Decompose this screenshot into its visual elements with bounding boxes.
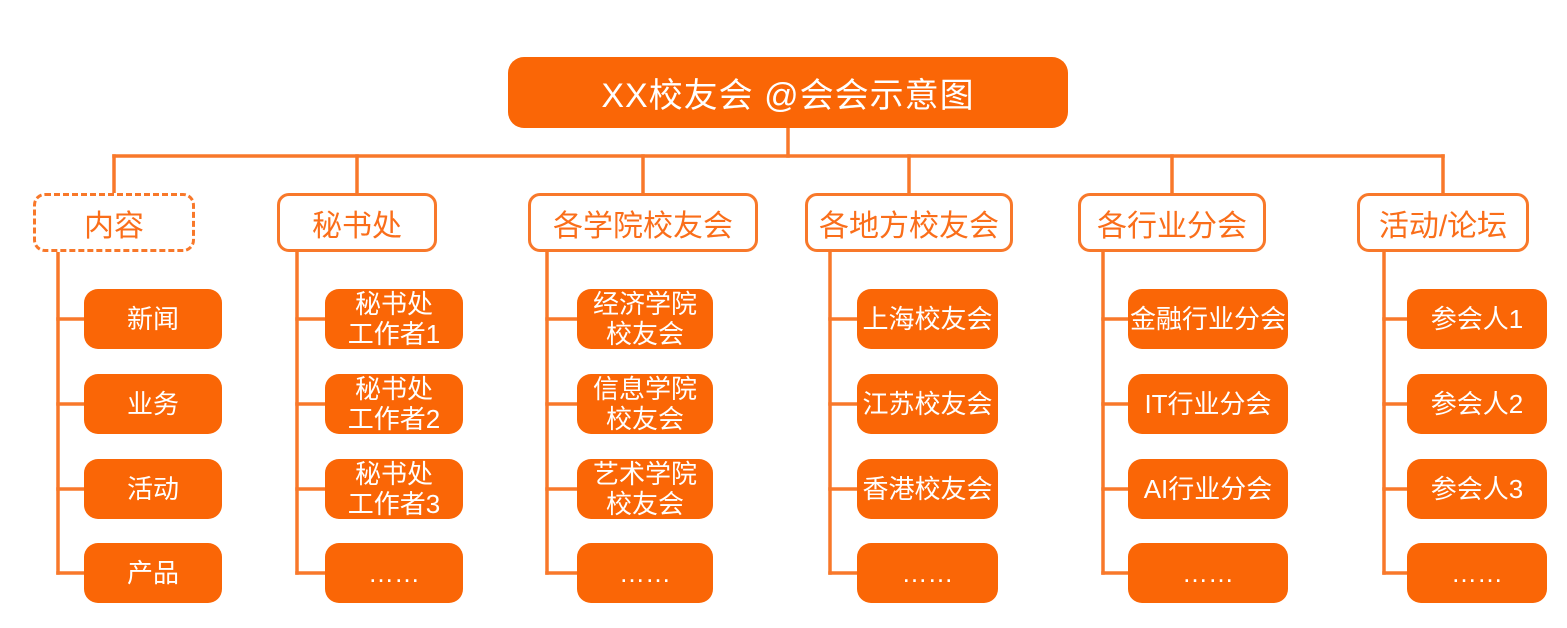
branch-3-child-0: 上海校友会	[857, 289, 998, 349]
branch-3-child-2: 香港校友会	[857, 459, 998, 519]
branch-0-child-2: 活动	[84, 459, 222, 519]
branch-header-3: 各地方校友会	[805, 193, 1013, 252]
branch-2-child-2: 艺术学院 校友会	[577, 459, 713, 519]
branch-header-5: 活动/论坛	[1357, 193, 1529, 252]
branch-4-child-3: ……	[1128, 543, 1288, 603]
branch-header-1: 秘书处	[277, 193, 437, 252]
branch-header-0: 内容	[33, 193, 195, 252]
branch-3-child-1: 江苏校友会	[857, 374, 998, 434]
branch-2-child-1: 信息学院 校友会	[577, 374, 713, 434]
branch-2-child-0: 经济学院 校友会	[577, 289, 713, 349]
branch-header-4: 各行业分会	[1078, 193, 1266, 252]
branch-1-child-0: 秘书处 工作者1	[325, 289, 463, 349]
branch-1-child-3: ……	[325, 543, 463, 603]
branch-1-child-2: 秘书处 工作者3	[325, 459, 463, 519]
branch-0-child-0: 新闻	[84, 289, 222, 349]
branch-header-2: 各学院校友会	[528, 193, 758, 252]
branch-2-child-3: ……	[577, 543, 713, 603]
root-node: XX校友会 @会会示意图	[508, 57, 1068, 128]
branch-5-child-1: 参会人2	[1407, 374, 1547, 434]
branch-5-child-2: 参会人3	[1407, 459, 1547, 519]
branch-1-child-1: 秘书处 工作者2	[325, 374, 463, 434]
branch-4-child-2: AI行业分会	[1128, 459, 1288, 519]
branch-5-child-0: 参会人1	[1407, 289, 1547, 349]
branch-4-child-0: 金融行业分会	[1128, 289, 1288, 349]
branch-5-child-3: ……	[1407, 543, 1547, 603]
branch-0-child-3: 产品	[84, 543, 222, 603]
branch-0-child-1: 业务	[84, 374, 222, 434]
branch-3-child-3: ……	[857, 543, 998, 603]
branch-4-child-1: IT行业分会	[1128, 374, 1288, 434]
